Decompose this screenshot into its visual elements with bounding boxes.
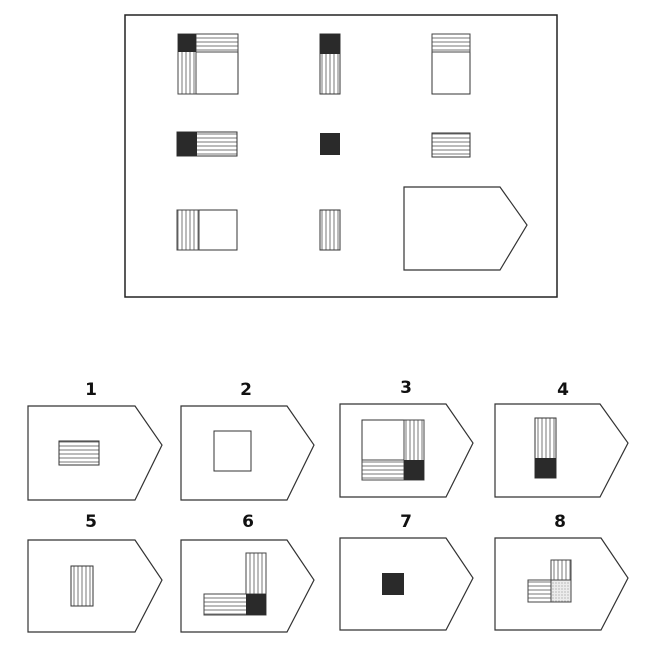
- option-number-1: 1: [85, 380, 97, 400]
- option-number-2: 2: [240, 380, 252, 400]
- option-4[interactable]: [494, 403, 629, 498]
- matrix-cell-r1c1: [177, 33, 239, 95]
- matrix-frame: [124, 14, 558, 298]
- option-number-3: 3: [400, 378, 412, 398]
- option-2[interactable]: [180, 405, 315, 501]
- matrix-cell-r1c3: [431, 33, 471, 95]
- matrix-missing-cell: [403, 186, 528, 271]
- option-8[interactable]: [494, 537, 629, 631]
- option-number-4: 4: [557, 380, 569, 400]
- matrix-cell-r2c3: [431, 132, 471, 158]
- option-1[interactable]: [27, 405, 163, 501]
- option-3[interactable]: [339, 403, 474, 498]
- matrix-cell-r3c1: [176, 209, 238, 251]
- option-number-7: 7: [400, 512, 412, 532]
- option-number-8: 8: [554, 512, 566, 532]
- option-6[interactable]: [180, 539, 315, 633]
- matrix-cell-r2c1: [176, 131, 238, 157]
- option-number-6: 6: [242, 512, 254, 532]
- matrix-cell-r1c2: [319, 33, 341, 95]
- matrix-cell-r3c2: [319, 209, 341, 251]
- matrix-cell-r2c2: [320, 133, 340, 155]
- option-5[interactable]: [27, 539, 163, 633]
- option-number-5: 5: [85, 512, 97, 532]
- option-7[interactable]: [339, 537, 474, 631]
